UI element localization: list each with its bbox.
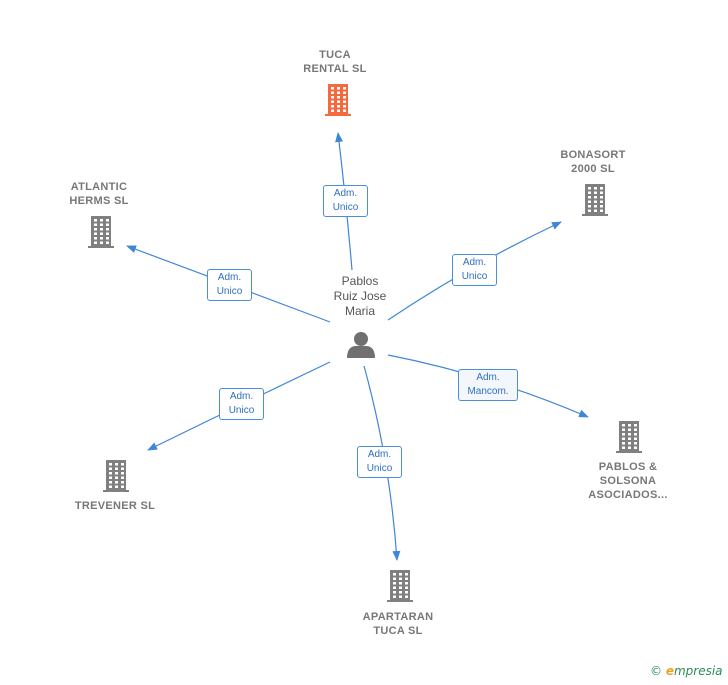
company-label-tuca[interactable]: TUCA RENTAL SL (303, 49, 367, 75)
company-label-bonasort[interactable]: BONASORT 2000 SL (560, 149, 626, 175)
building-icon-bonasort[interactable] (582, 184, 608, 216)
edge-label-pablos: Adm. Mancom. (458, 369, 518, 401)
company-label-trevener[interactable]: TREVENER SL (74, 500, 156, 512)
person-icon[interactable] (347, 332, 375, 358)
company-label-apartaran[interactable]: APARTARAN TUCA SL (362, 611, 434, 637)
edge-label-tuca: Adm. Unico (323, 185, 368, 217)
empresia-logo-e: e (665, 664, 674, 678)
edge-label-apartaran: Adm. Unico (357, 446, 402, 478)
building-icon-apartaran[interactable] (387, 570, 413, 602)
edge-label-bonasort: Adm. Unico (452, 254, 497, 286)
copyright-symbol: © (650, 664, 662, 678)
empresia-brand: © empresia (650, 664, 723, 678)
company-label-pablos[interactable]: PABLOS & SOLSONA ASOCIADOS... (588, 461, 668, 501)
edge-label-trevener: Adm. Unico (219, 388, 264, 420)
building-icon-tuca[interactable] (325, 84, 351, 116)
empresia-logo-name: mpresia (673, 664, 723, 678)
company-label-atlantic[interactable]: ATLANTIC HERMS SL (69, 181, 129, 207)
building-icon-pablos[interactable] (616, 421, 642, 453)
edge-label-atlantic: Adm. Unico (207, 269, 252, 301)
person-label[interactable]: Pablos Ruiz Jose Maria (333, 274, 387, 318)
building-icon-trevener[interactable] (103, 460, 129, 492)
building-icon-atlantic[interactable] (88, 216, 114, 248)
